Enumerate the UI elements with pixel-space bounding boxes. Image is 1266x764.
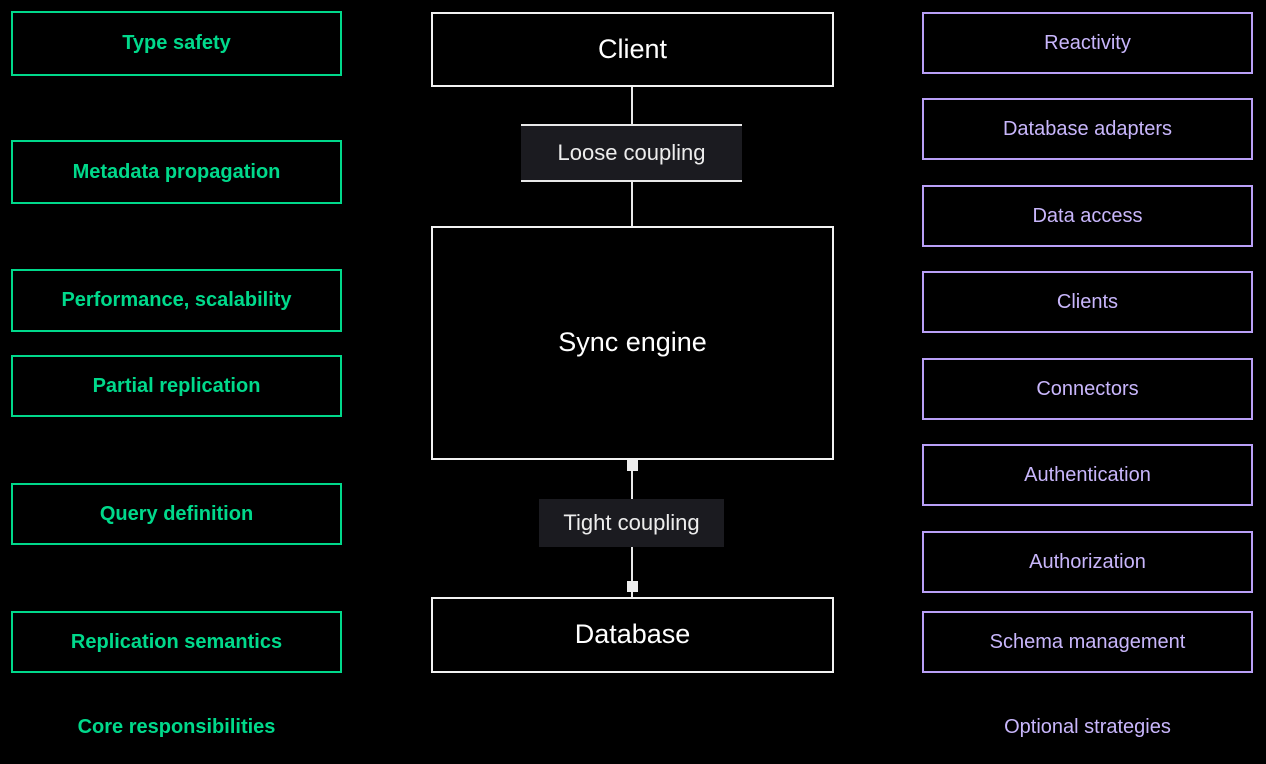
- optional-strategy-label: Data access: [1032, 204, 1143, 227]
- optional-strategy-box-database-adapters[interactable]: Database adapters: [922, 98, 1253, 160]
- core-responsibility-label: Performance, scalability: [61, 289, 292, 311]
- optional-strategy-box-reactivity[interactable]: Reactivity: [922, 12, 1253, 74]
- optional-strategy-label: Connectors: [1036, 377, 1139, 400]
- core-responsibility-box-type-safety[interactable]: Type safety: [11, 11, 342, 76]
- core-responsibility-box-replication-semantics[interactable]: Replication semantics: [11, 611, 342, 673]
- architecture-node-label: Database: [574, 619, 691, 650]
- core-responsibility-label: Replication semantics: [70, 630, 283, 653]
- architecture-node-label: Client: [597, 33, 668, 64]
- optional-strategy-box-authorization[interactable]: Authorization: [922, 531, 1253, 593]
- core-responsibility-label: Query definition: [99, 502, 254, 525]
- architecture-node-client[interactable]: Client: [431, 12, 834, 87]
- core-responsibilities-caption: Core responsibilities: [77, 716, 276, 738]
- edge-label-tight-coupling: Tight coupling: [539, 499, 724, 547]
- optional-strategies-caption: Optional strategies: [1004, 716, 1171, 738]
- edge-endpoint-marker-top: [627, 460, 638, 471]
- optional-strategy-box-authentication[interactable]: Authentication: [922, 444, 1253, 506]
- optional-strategy-label: Database adapters: [1002, 117, 1172, 140]
- edge-label-loose-coupling: Loose coupling: [521, 124, 742, 182]
- edge-label-text: Loose coupling: [557, 140, 706, 165]
- optional-strategy-label: Reactivity: [1044, 31, 1131, 54]
- edge-label-text: Tight coupling: [563, 510, 700, 535]
- architecture-node-database[interactable]: Database: [431, 597, 834, 673]
- core-responsibility-box-partial-replication[interactable]: Partial replication: [11, 355, 342, 417]
- core-responsibility-box-query-definition[interactable]: Query definition: [11, 483, 342, 545]
- optional-strategy-box-connectors[interactable]: Connectors: [922, 358, 1253, 420]
- core-responsibility-box-performance-scalability[interactable]: Performance, scalability: [11, 269, 342, 332]
- architecture-node-sync-engine[interactable]: Sync engine: [431, 226, 834, 460]
- core-responsibility-label: Type safety: [122, 32, 231, 54]
- optional-strategy-label: Authentication: [1024, 463, 1151, 486]
- core-responsibility-box-metadata-propagation[interactable]: Metadata propagation: [11, 140, 342, 204]
- optional-strategy-label: Clients: [1056, 290, 1119, 313]
- architecture-node-label: Sync engine: [558, 327, 707, 358]
- core-responsibility-label: Partial replication: [92, 374, 261, 397]
- core-responsibility-label: Metadata propagation: [72, 160, 281, 183]
- optional-strategy-box-clients[interactable]: Clients: [922, 271, 1253, 333]
- optional-strategy-box-data-access[interactable]: Data access: [922, 185, 1253, 247]
- optional-strategy-box-schema-management[interactable]: Schema management: [922, 611, 1253, 673]
- optional-strategy-label: Schema management: [989, 630, 1186, 653]
- edge-endpoint-marker-bottom: [627, 581, 638, 592]
- optional-strategy-label: Authorization: [1029, 550, 1146, 573]
